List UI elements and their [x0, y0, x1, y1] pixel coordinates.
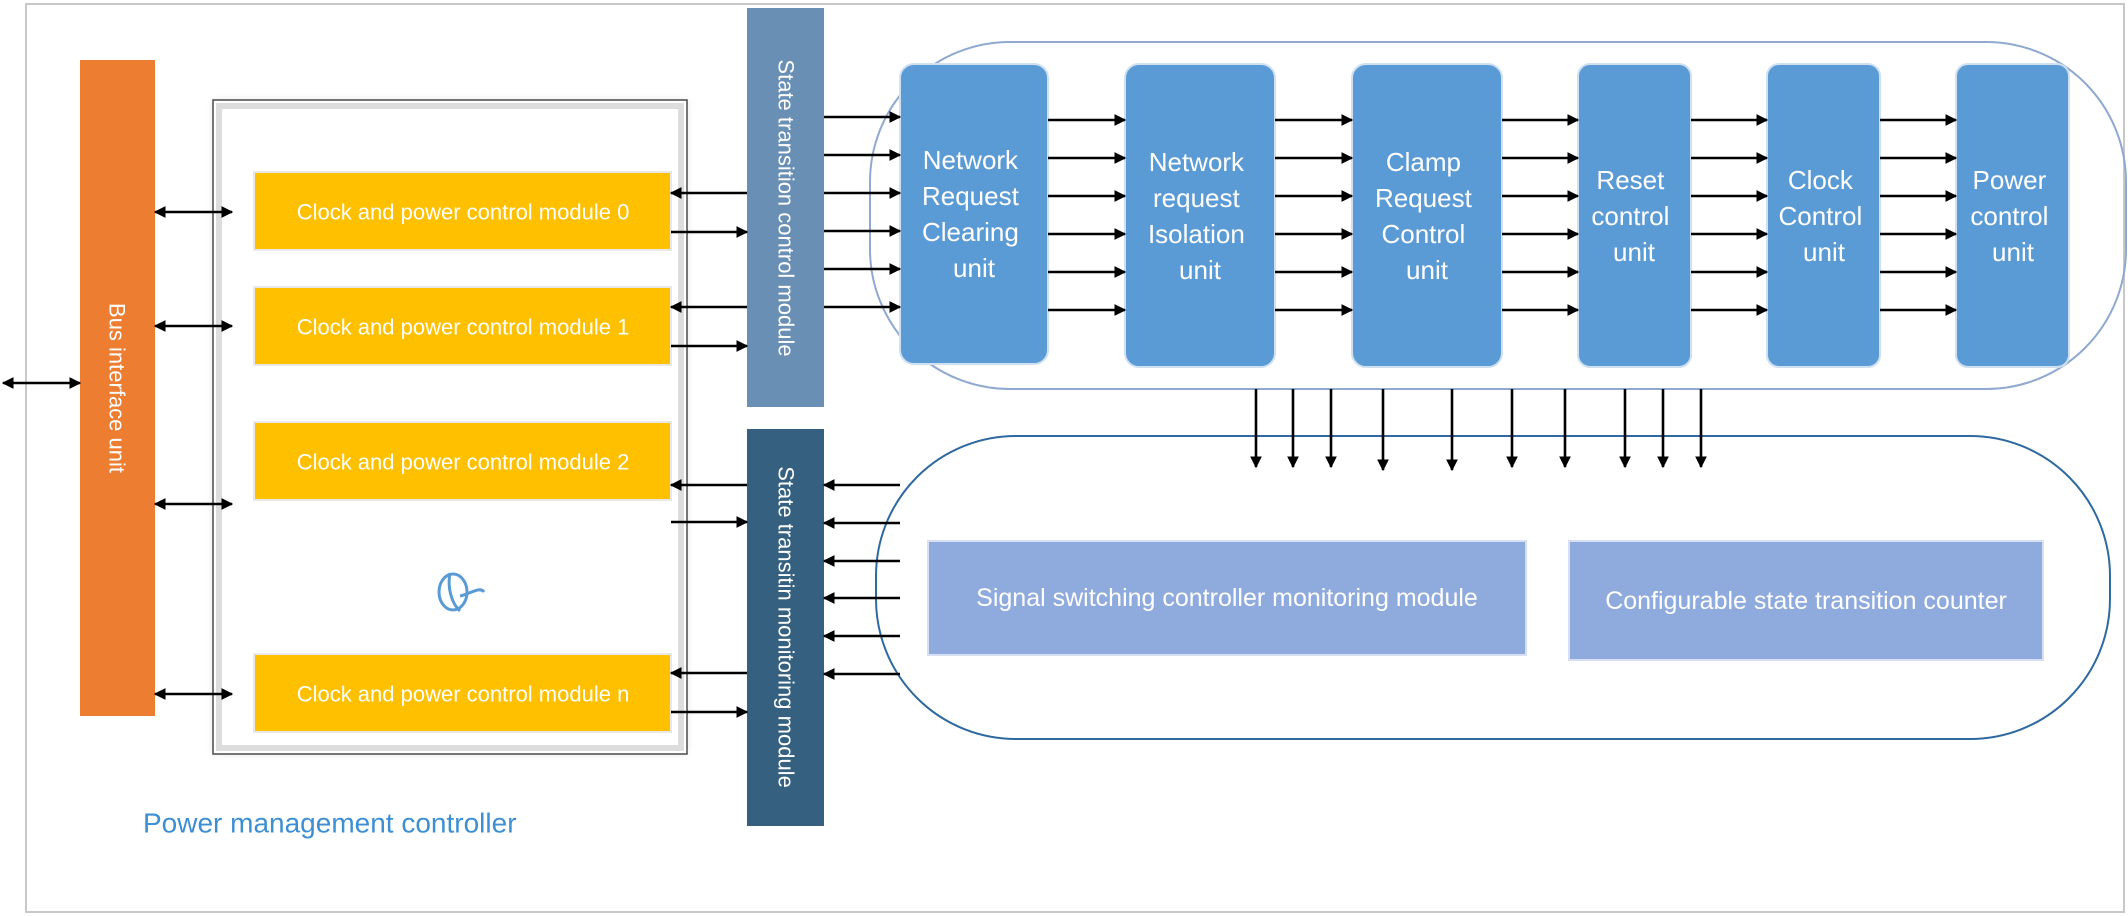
outer-frame	[25, 3, 2125, 913]
state-transition-counter-label: Configurable state transition counter	[1605, 587, 2007, 615]
unit-label-line: Control	[1381, 219, 1465, 249]
unit-label-line: Network	[1149, 147, 1245, 177]
clamp-request-control-unit: Clamp Request Control unit	[1351, 63, 1503, 368]
network-request-clearing-unit: Network Request Clearing unit	[899, 63, 1049, 365]
unit-label: Clamp Request Control unit	[1375, 147, 1479, 285]
clock-control-unit: Clock Control unit	[1766, 63, 1881, 368]
unit-list: Network Request Clearing unit Network re…	[899, 63, 2070, 368]
unit-label-line: unit	[1803, 237, 1846, 267]
clock-module-label: Clock and power control module 1	[297, 315, 630, 340]
signal-switching-monitor: Signal switching controller monitoring m…	[927, 540, 1527, 656]
state-transition-control-label: State transition control module	[774, 59, 799, 356]
bipolar-symbol-icon	[437, 572, 486, 613]
unit-label-line: control	[1970, 201, 2048, 231]
unit-label-line: Power	[1973, 165, 2047, 195]
monitoring-container	[875, 435, 2111, 740]
clock-module-1: Clock and power control module 1	[253, 286, 672, 366]
clock-module-list: Clock and power control module 0 Clock a…	[253, 171, 672, 733]
state-transition-control-module: State transition control module	[747, 8, 824, 407]
clock-module-label: Clock and power control module n	[297, 682, 630, 707]
unit-label-line: Reset	[1596, 165, 1665, 195]
state-transition-monitoring-label: State transitin monitoring module	[774, 466, 799, 788]
unit-label-line: unit	[1406, 255, 1449, 285]
network-request-isolation-unit: Network request Isolation unit	[1124, 63, 1276, 368]
power-control-unit: Power control unit	[1955, 63, 2070, 368]
bus-interface-unit: Bus interface unit	[80, 60, 155, 716]
unit-label: Reset control unit	[1591, 165, 1676, 267]
bus-interface-box	[80, 60, 155, 716]
reset-control-unit: Reset control unit	[1577, 63, 1692, 368]
diagram-caption: Power management controller	[143, 808, 517, 839]
unit-label-line: Clearing	[922, 217, 1019, 247]
state-transition-monitoring-module: State transitin monitoring module	[747, 429, 824, 826]
unit-label-line: Request	[1375, 183, 1473, 213]
unit-label: Network request Isolation unit	[1148, 147, 1252, 285]
unit-label-line: Request	[922, 181, 1020, 211]
state-transition-counter: Configurable state transition counter	[1568, 540, 2044, 661]
unit-label-line: unit	[1179, 255, 1222, 285]
unit-label: Clock Control unit	[1778, 165, 1869, 267]
unit-pipeline-container	[869, 41, 2127, 390]
connector-arrows	[1, 111, 1958, 718]
bus-interface-label: Bus interface unit	[105, 303, 130, 473]
signal-switching-monitor-label: Signal switching controller monitoring m…	[976, 584, 1478, 612]
clock-module-0: Clock and power control module 0	[253, 171, 672, 251]
unit-label-line: Control	[1778, 201, 1862, 231]
clock-module-label: Clock and power control module 0	[297, 200, 630, 225]
unit-label-line: Clamp	[1386, 147, 1461, 177]
clock-module-label: Clock and power control module 2	[297, 450, 630, 475]
clock-module-2: Clock and power control module 2	[253, 421, 672, 501]
unit-label-line: unit	[1992, 237, 2035, 267]
unit-label-line: unit	[1613, 237, 1656, 267]
unit-label-line: request	[1153, 183, 1240, 213]
unit-label: Power control unit	[1970, 165, 2055, 267]
unit-label-line: Isolation	[1148, 219, 1245, 249]
unit-label-line: Clock	[1788, 165, 1854, 195]
unit-label-line: control	[1591, 201, 1669, 231]
unit-label-line: Network	[923, 145, 1019, 175]
unit-label-line: unit	[953, 253, 996, 283]
unit-label: Network Request Clearing unit	[922, 145, 1026, 283]
clock-module-n: Clock and power control module n	[253, 653, 672, 733]
